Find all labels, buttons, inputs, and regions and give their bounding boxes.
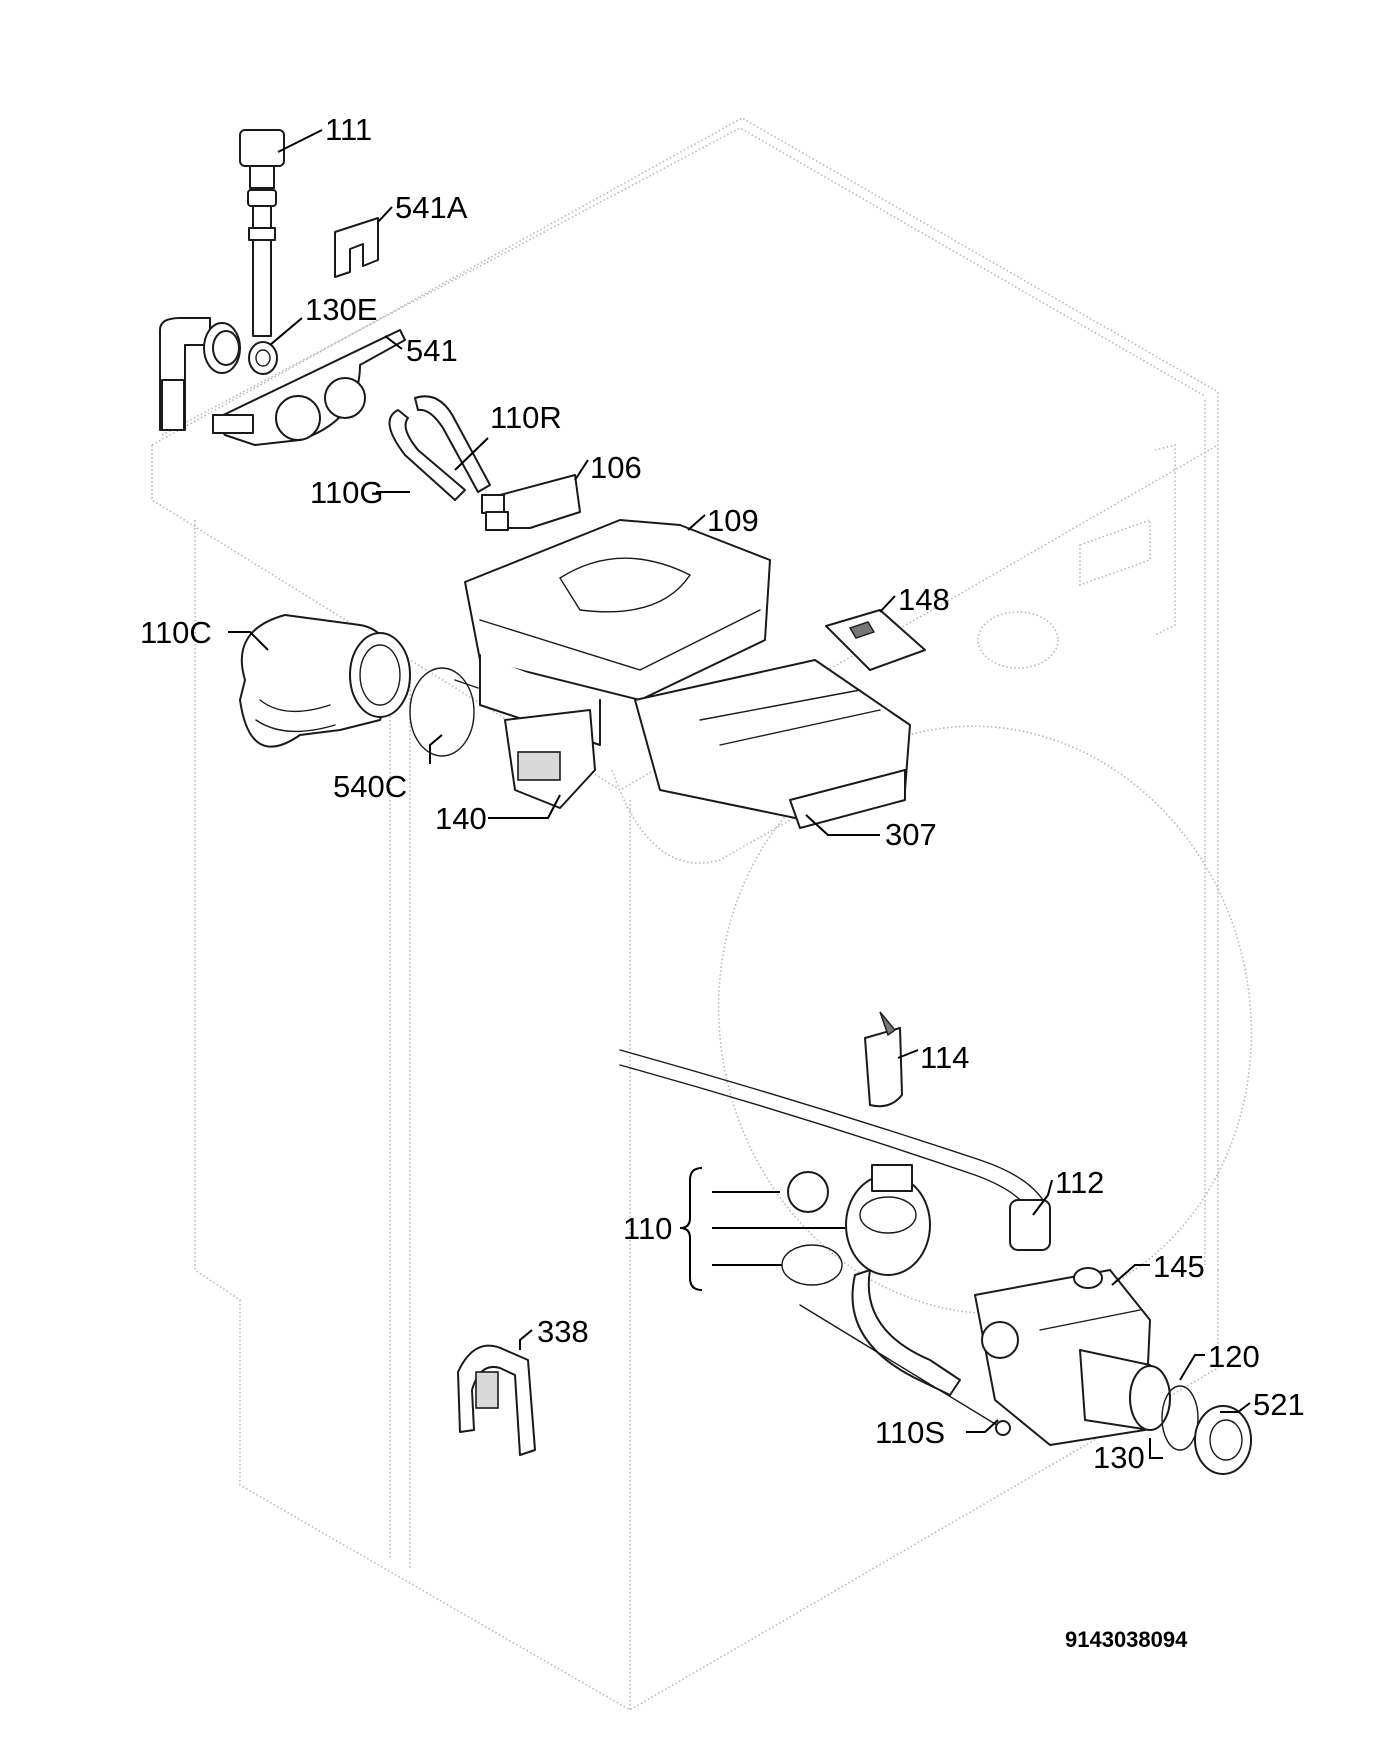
callout-111: 111 bbox=[325, 112, 372, 147]
callout-112: 112 bbox=[1055, 1165, 1104, 1200]
bracket-338 bbox=[457, 1344, 536, 1456]
callout-148: 148 bbox=[898, 582, 950, 617]
callout-labels: 111 541A 130E 541 110R 106 110G 109 148 … bbox=[140, 112, 1305, 1475]
callout-307: 307 bbox=[885, 817, 937, 852]
callout-110: 110 bbox=[623, 1211, 672, 1246]
rod-110s bbox=[799, 1304, 1011, 1436]
callout-541a: 541A bbox=[395, 190, 468, 225]
drain-hose-112 bbox=[619, 1049, 1051, 1251]
cap-521 bbox=[1194, 1405, 1252, 1475]
part-114 bbox=[864, 1011, 903, 1108]
cabinet-outline bbox=[151, 117, 1253, 1711]
seal-130 bbox=[1161, 1385, 1199, 1451]
callout-109: 109 bbox=[707, 503, 759, 538]
callout-114: 114 bbox=[920, 1040, 969, 1075]
callout-110c: 110C bbox=[140, 615, 212, 650]
callout-130e: 130E bbox=[305, 292, 377, 327]
clip-541a bbox=[334, 217, 379, 278]
part-140 bbox=[504, 709, 596, 809]
valve-106 bbox=[481, 474, 581, 531]
callout-540c: 540C bbox=[333, 769, 407, 804]
callout-120: 120 bbox=[1208, 1339, 1260, 1374]
callout-110g: 110G bbox=[310, 475, 384, 510]
seal-130e bbox=[248, 341, 278, 375]
leader-lines bbox=[228, 129, 1251, 1459]
callout-145: 145 bbox=[1153, 1249, 1205, 1284]
filter-120 bbox=[1079, 1349, 1171, 1431]
callout-541: 541 bbox=[406, 333, 458, 368]
callout-110r: 110R bbox=[490, 400, 562, 435]
callout-521: 521 bbox=[1253, 1387, 1305, 1422]
bellows-110c bbox=[239, 614, 411, 748]
detergent-drawer-307 bbox=[634, 659, 911, 829]
callout-140: 140 bbox=[435, 801, 487, 836]
inlet-hose-111 bbox=[239, 129, 285, 337]
document-number: 9143038094 bbox=[1065, 1627, 1188, 1652]
callout-106: 106 bbox=[590, 450, 642, 485]
elbow-nut-connector bbox=[159, 317, 241, 431]
callout-130: 130 bbox=[1093, 1440, 1145, 1475]
callout-338: 338 bbox=[537, 1314, 589, 1349]
top-bracket-541 bbox=[212, 329, 406, 446]
part-148 bbox=[825, 609, 926, 671]
clamp-540c bbox=[409, 667, 479, 757]
sump-assembly-110 bbox=[781, 1164, 961, 1396]
callout-110s: 110S bbox=[875, 1415, 945, 1450]
hoses-110r-110g bbox=[388, 395, 491, 501]
